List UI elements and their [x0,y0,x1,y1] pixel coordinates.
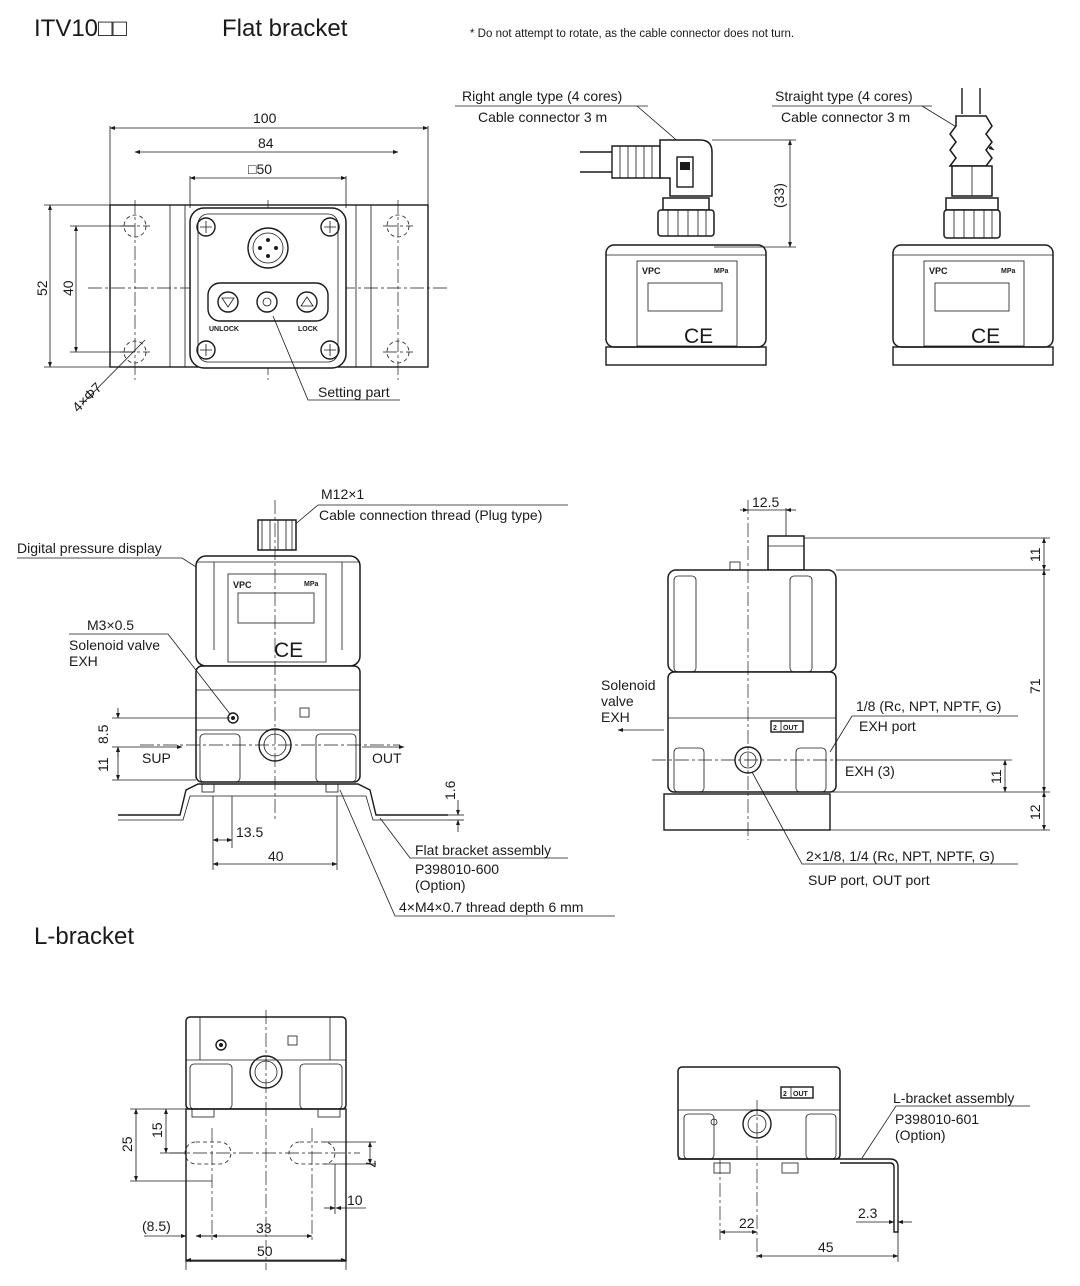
exh-3-label: EXH (3) [845,763,895,779]
exh-port-spec: 1/8 (Rc, NPT, NPTF, G) [856,698,1001,714]
flat-bracket-part: P398010-600 [415,861,499,877]
solenoid-side-3: EXH [601,709,630,725]
l-bracket-option: (Option) [895,1127,946,1143]
mpa-label-st: MPa [1001,268,1016,275]
vpc-logo-ra: VPC [642,266,661,276]
dim-12: 12 [1027,804,1043,820]
l-bracket-side-view: 2 OUT 22 45 2.3 L-bracket assembly P3980… [677,1066,1030,1262]
flat-bracket-assembly: Flat bracket assembly [415,842,551,858]
dim-52: 52 [34,280,50,296]
setting-button-panel [207,282,329,322]
solenoid-line2: EXH [69,653,98,669]
straight-connector-view: Straight type (4 cores) Cable connector … [772,88,1054,366]
dim-13-5: 13.5 [236,824,263,840]
dim-25: 25 [119,1136,135,1152]
up-button [296,291,318,313]
regulator-body-top [189,207,347,369]
set-button [256,291,278,313]
down-button [217,291,239,313]
ports-spec: 2×1/8, 1/4 (Rc, NPT, NPTF, G) [806,848,995,864]
dim-square-50: □50 [248,161,272,177]
l-bracket-front-view: 25 15 7 10 (8.5) 33 50 [119,1010,379,1270]
dim-100: 100 [253,110,277,126]
dim-45: 45 [818,1239,834,1255]
dim-33-l: 33 [256,1220,272,1236]
section-title-l-bracket: L-bracket [34,923,134,950]
solenoid-spec: M3×0.5 [87,617,134,633]
right-angle-title: Right angle type (4 cores) [462,88,622,104]
straight-title: Straight type (4 cores) [775,88,913,104]
exh-port-name: EXH port [859,718,916,734]
l-bracket-part: P398010-601 [895,1111,979,1127]
model-title: ITV10□□ [34,15,128,42]
dim-2-3: 2.3 [858,1205,878,1221]
solenoid-side-2: valve [601,693,634,709]
thread-depth-spec: 4×M4×0.7 thread depth 6 mm [399,899,583,915]
ce-mark-ra: CE [684,325,713,348]
thread-desc: Cable connection thread (Plug type) [319,507,542,523]
top-view: UNLOCK LOCK Setting part 100 84 □50 52 4… [34,110,448,415]
dim-40-front: 40 [268,848,284,864]
ce-mark-st: CE [971,325,1000,348]
mpa-label-ra: MPa [714,268,729,275]
solenoid-line1: Solenoid valve [69,637,160,653]
dim-71: 71 [1027,678,1043,694]
dim-11-front: 11 [95,757,111,772]
dim-84: 84 [258,135,274,151]
dim-33: (33) [771,183,787,208]
vpc-logo-st: VPC [929,266,948,276]
side-view: 2 OUT 12.5 11 71 12 11 Solenoid valve [601,494,1050,888]
dim-40: 40 [60,280,76,296]
flat-bracket-option: (Option) [415,877,466,893]
header: ITV10□□ Flat bracket * Do not attempt to… [34,15,794,42]
dim-7: 7 [363,1160,379,1168]
dim-22: 22 [739,1215,755,1231]
ce-mark-front: CE [274,639,303,662]
ports-name: SUP port, OUT port [808,872,930,888]
corner-screws [196,217,340,360]
right-angle-connector-view: Right angle type (4 cores) Cable connect… [455,88,796,366]
dim-1-6: 1.6 [442,780,458,800]
front-view: M12×1 Cable connection thread (Plug type… [17,486,615,917]
sup-label: SUP [142,750,171,766]
out-badge-txt-l: OUT [793,1091,809,1098]
out-label: OUT [372,750,402,766]
straight-cable: Cable connector 3 m [781,109,910,125]
lock-label: LOCK [298,326,318,333]
rotation-note: * Do not attempt to rotate, as the cable… [470,28,794,40]
dim-50-l: 50 [257,1243,273,1259]
setting-part-label: Setting part [318,384,390,400]
dim-8-5-l: (8.5) [142,1218,171,1234]
dim-8-5: 8.5 [95,724,111,744]
out-badge-num-side: 2 [773,725,777,732]
unlock-label: UNLOCK [209,326,239,333]
out-badge-txt-side: OUT [783,725,799,732]
vpc-logo-front: VPC [233,580,252,590]
dim-10: 10 [347,1192,363,1208]
connector-plug-top [247,227,289,269]
right-angle-cable: Cable connector 3 m [478,109,607,125]
l-bracket-assembly: L-bracket assembly [893,1090,1014,1106]
dim-11-exh: 11 [988,769,1004,784]
holes-spec: 4×Φ7 [69,379,105,415]
section-title-flat-bracket: Flat bracket [222,15,348,42]
thread-spec: M12×1 [321,486,364,502]
solenoid-side-1: Solenoid [601,677,656,693]
mpa-label-front: MPa [304,581,319,588]
out-badge-num-l: 2 [783,1091,787,1098]
digital-display-label: Digital pressure display [17,540,162,556]
dim-12-5: 12.5 [752,494,779,510]
dim-11-top: 11 [1027,547,1043,562]
dim-15: 15 [149,1122,165,1138]
